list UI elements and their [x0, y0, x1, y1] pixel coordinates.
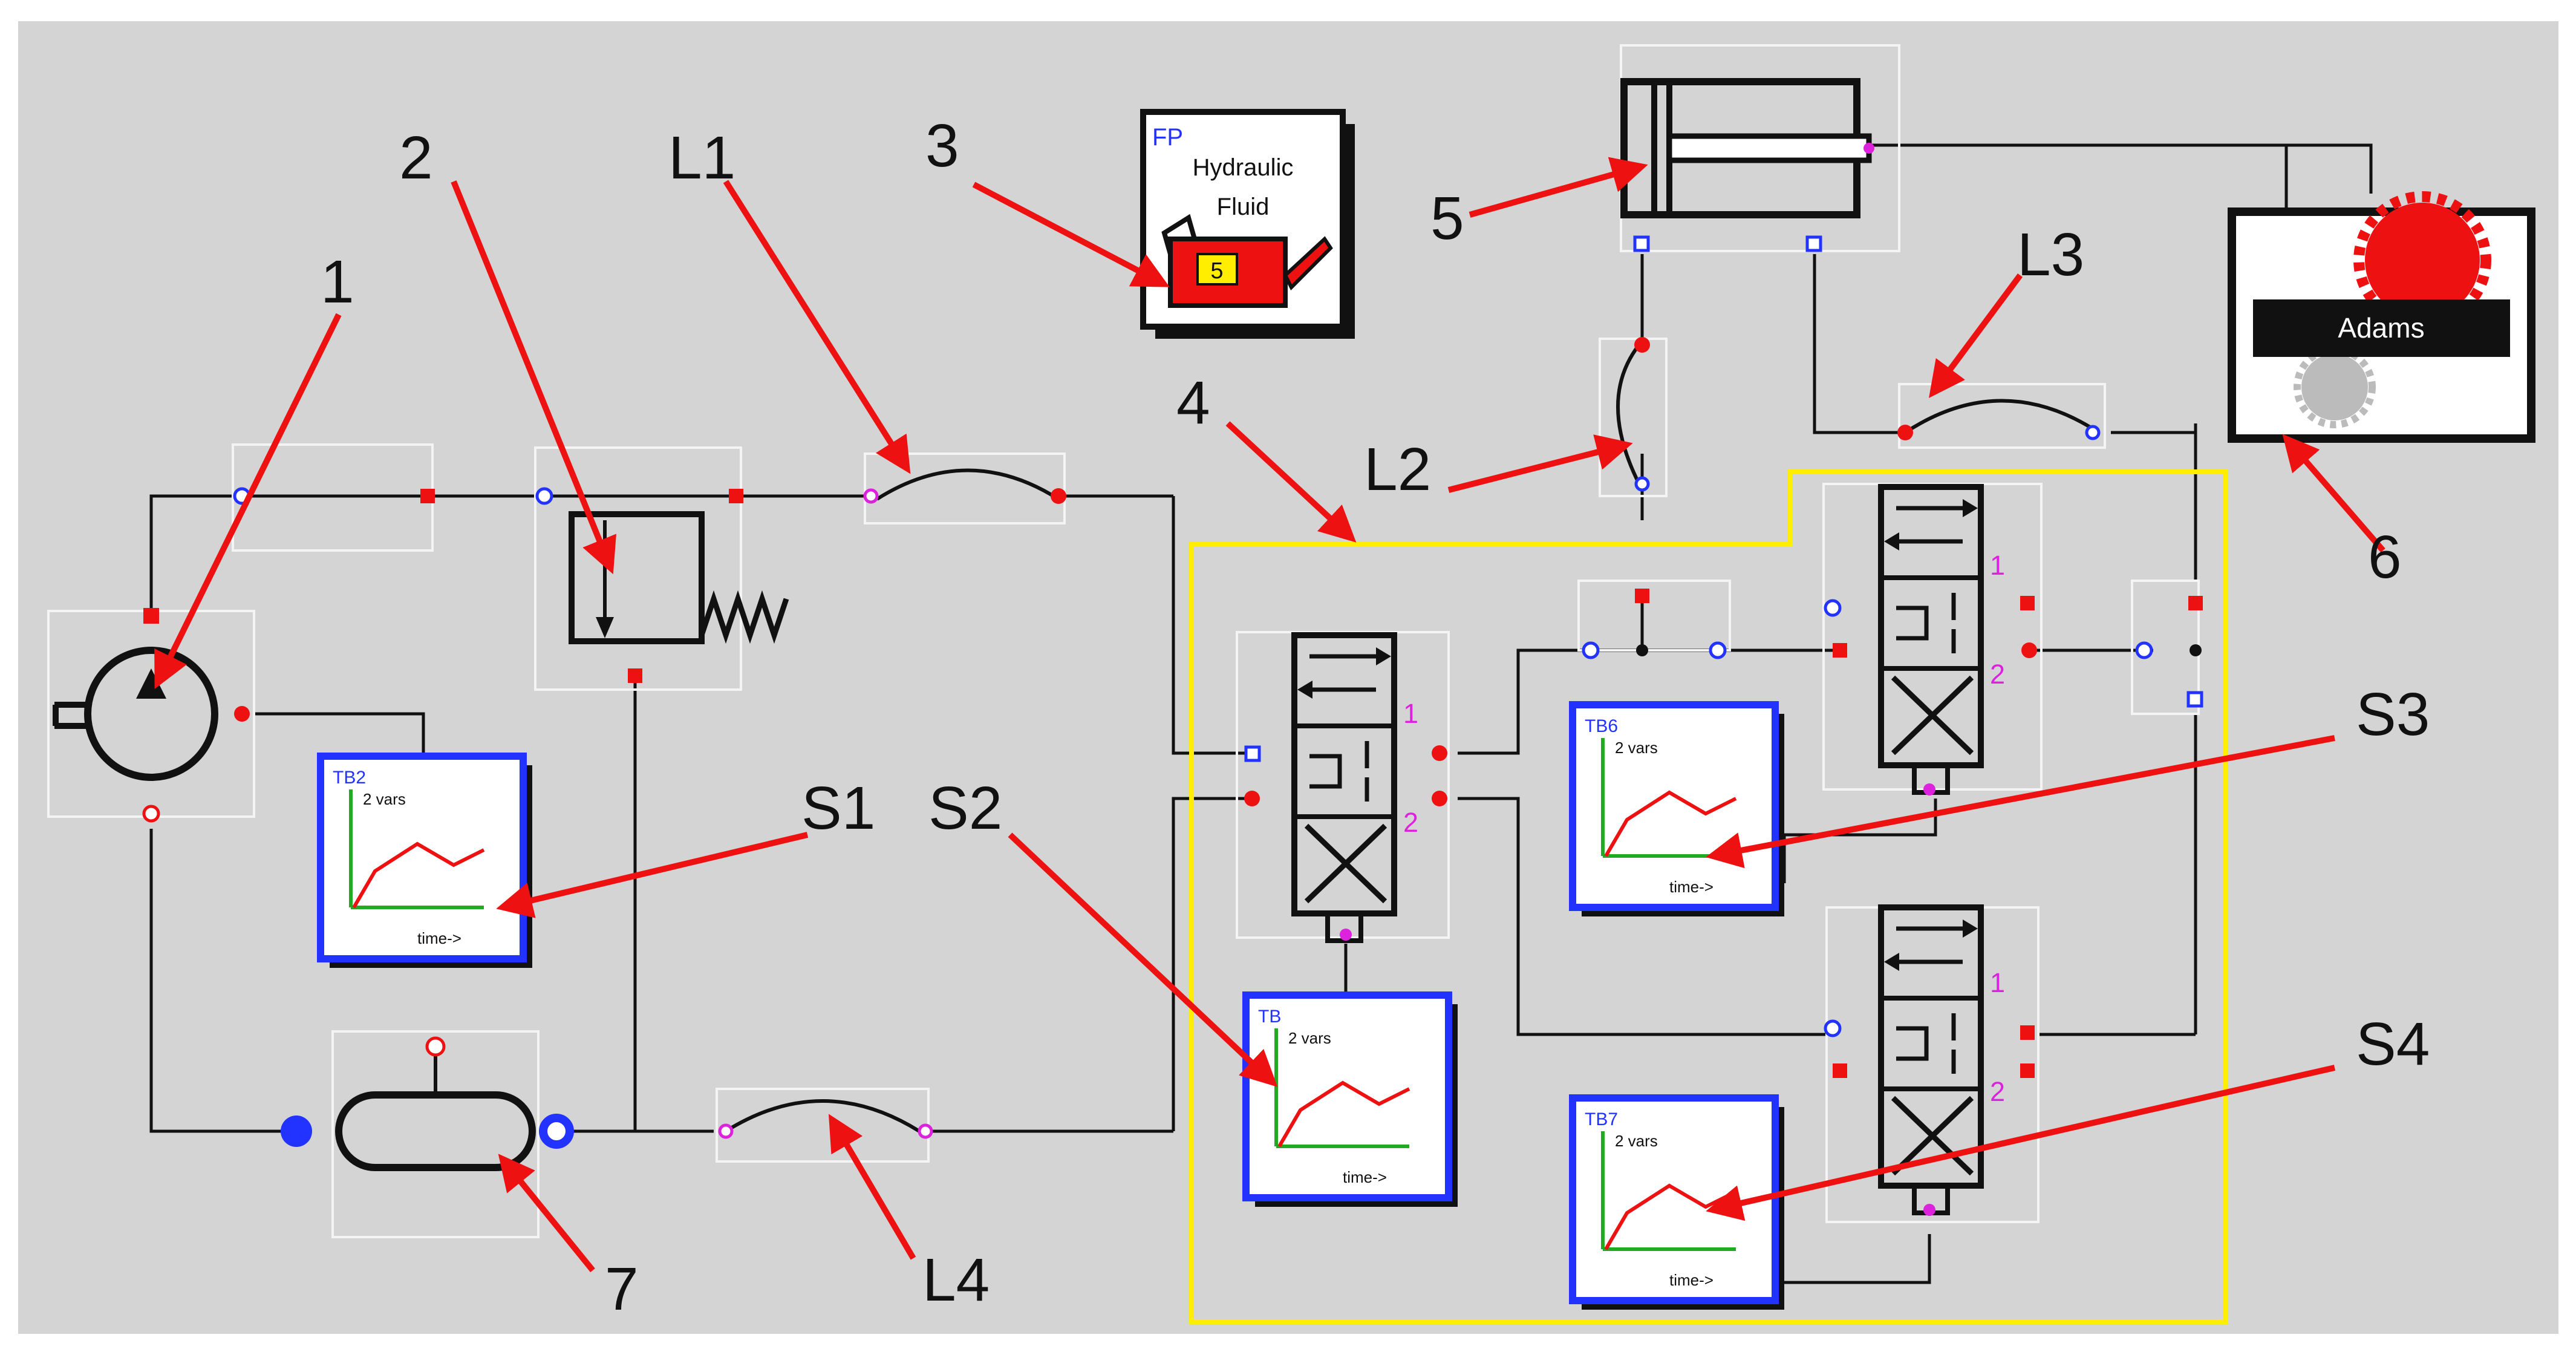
- scope-legend: 2 vars: [1288, 1029, 1331, 1047]
- scope-tb7[interactable]: TB7 2 vars time->: [1569, 1094, 1784, 1310]
- callout-s4: S4: [2356, 1010, 2430, 1078]
- tank-component[interactable]: [335, 1036, 536, 1171]
- scope-axis-label: time->: [417, 929, 461, 947]
- callout-l4: L4: [922, 1246, 990, 1314]
- group-outline: [1189, 469, 2228, 1324]
- port-label-2: 2: [1403, 807, 1418, 838]
- callout-6: 6: [2368, 523, 2402, 591]
- hose-l4: [725, 1099, 921, 1133]
- fluid-name-line2: Fluid: [1217, 194, 1270, 220]
- ports: [142, 235, 2203, 1216]
- scope-tag: TB6: [1585, 716, 1618, 736]
- callout-7: 7: [605, 1255, 639, 1323]
- directional-valve-2[interactable]: 1 2: [1878, 484, 2005, 795]
- fluid-name-line1: Hydraulic: [1193, 154, 1294, 181]
- callout-labels: 1 2 L1 3 4 5 L2 L3 6 S1 S2 S3 S4 7 L4: [321, 112, 2430, 1323]
- gear-icon: [2301, 354, 2368, 420]
- scope-tb6[interactable]: TB6 2 vars time->: [1569, 701, 1784, 916]
- scope-axis-label: time->: [1343, 1168, 1387, 1186]
- port-label-1: 1: [1990, 967, 2005, 998]
- scope-legend: 2 vars: [1615, 739, 1658, 757]
- hose-l3: [1904, 399, 2100, 434]
- callout-4: 4: [1176, 369, 1210, 437]
- scope-axis-label: time->: [1669, 1271, 1714, 1289]
- port-label-1: 1: [1403, 698, 1418, 729]
- scope-tag: TB: [1258, 1007, 1281, 1027]
- scope-tag: TB7: [1585, 1109, 1618, 1129]
- fluid-tag: FP: [1152, 124, 1183, 151]
- fluid-properties-block[interactable]: FP Hydraulic Fluid 5: [1140, 109, 1355, 339]
- scope-tb2[interactable]: TB2 2 vars time->: [317, 753, 532, 968]
- pump-component[interactable]: [53, 647, 218, 781]
- component-frames: [47, 44, 2200, 1238]
- directional-valve-3[interactable]: 1 2: [1878, 904, 2005, 1215]
- callout-l2: L2: [1364, 436, 1431, 503]
- callout-arrows: [154, 157, 2385, 1273]
- adams-block[interactable]: Adams: [2228, 191, 2535, 443]
- scope-tb[interactable]: TB 2 vars time->: [1242, 991, 1458, 1207]
- port-label-2: 2: [1990, 1076, 2005, 1107]
- hydraulic-lines: [149, 143, 2373, 1284]
- callout-5: 5: [1430, 185, 1464, 252]
- hose-l1: [876, 468, 1060, 501]
- callout-l1: L1: [668, 124, 735, 192]
- scope-legend: 2 vars: [1615, 1132, 1658, 1150]
- port-label-1: 1: [1990, 550, 2005, 581]
- scope-tag: TB2: [333, 768, 366, 788]
- directional-valve-1[interactable]: 1 2: [1291, 632, 1418, 943]
- callout-s2: S2: [928, 774, 1002, 842]
- callout-3: 3: [925, 112, 959, 180]
- callout-s3: S3: [2356, 681, 2430, 748]
- callout-s1: S1: [801, 774, 875, 842]
- fluid-value: 5: [1210, 258, 1223, 284]
- callout-l3: L3: [2017, 221, 2084, 289]
- scope-legend: 2 vars: [363, 790, 406, 808]
- callout-2: 2: [399, 124, 433, 192]
- cylinder-component[interactable]: [1620, 78, 1874, 218]
- adams-label: Adams: [2338, 312, 2424, 344]
- callout-1: 1: [321, 248, 354, 316]
- gear-icon: [2365, 203, 2480, 318]
- scope-axis-label: time->: [1669, 878, 1714, 896]
- port-label-2: 2: [1990, 659, 2005, 690]
